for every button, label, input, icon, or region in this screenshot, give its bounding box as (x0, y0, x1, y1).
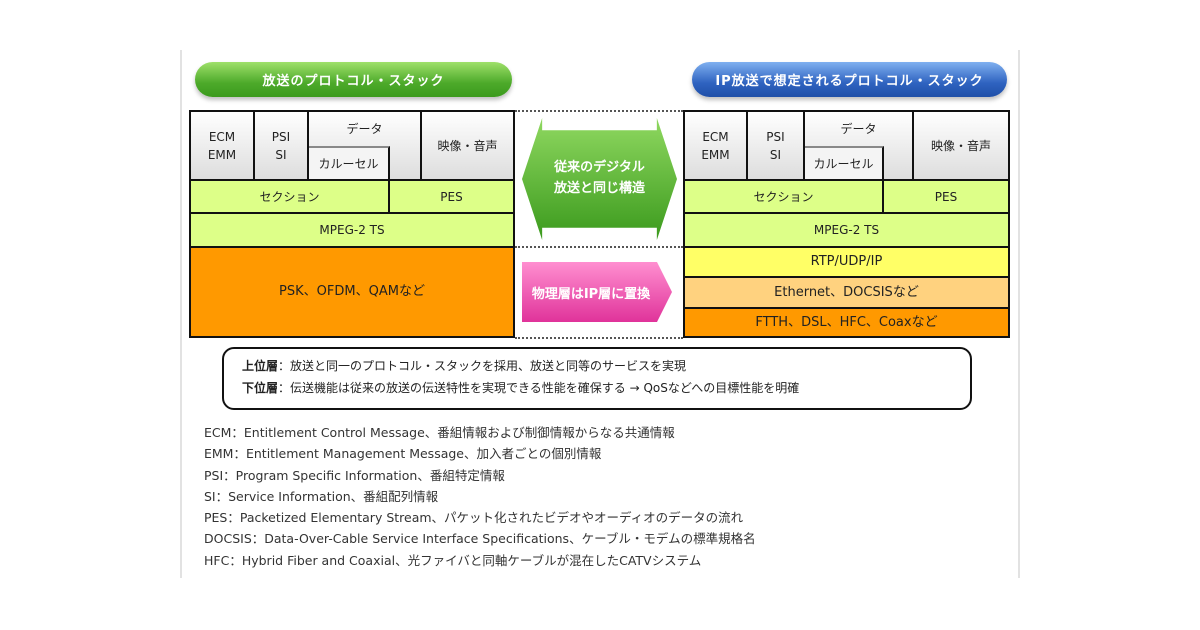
physical-layer-cell: PSK、OFDM、QAMなど (189, 246, 515, 338)
ecm-emm-cell: ECM EMM (189, 110, 255, 181)
carousel-cell: カルーセル (309, 146, 390, 179)
psi-si-cell: PSI SI (253, 110, 309, 181)
summary-text: ：放送と同一のプロトコル・スタックを採用、放送と同等のサービスを実現 (278, 359, 687, 373)
pes-cell: PES (388, 179, 515, 214)
video-audio-cell: 映像・音声 (912, 110, 1010, 181)
psi-si-cell: PSI SI (746, 110, 805, 181)
same-structure-double-arrow: 従来のデジタル 放送と同じ構造 (522, 118, 677, 240)
divider-middle (515, 246, 683, 248)
ip-stack-header: IP放送で想定されるプロトコル・スタック (692, 62, 1007, 97)
glossary-item: PES：Packetized Elementary Stream、パケット化され… (204, 510, 744, 526)
glossary-item: ECM：Entitlement Control Message、番組情報および制… (204, 425, 675, 440)
glossary-item: PSI：Program Specific Information、番組特定情報 (204, 467, 505, 483)
section-cell: セクション (683, 179, 884, 214)
mpeg2ts-cell: MPEG-2 TS (683, 212, 1010, 248)
ecm-emm-cell: ECM EMM (683, 110, 748, 181)
divider-top (515, 110, 683, 112)
carousel-cell: カルーセル (805, 146, 884, 179)
section-cell: セクション (189, 179, 390, 214)
glossary-item: HFC：Hybrid Fiber and Coaxial、光ファイバと同軸ケーブ… (204, 552, 702, 568)
pes-cell: PES (882, 179, 1010, 214)
ethernet-docsis-cell: Ethernet、DOCSISなど (683, 276, 1010, 309)
summary-box: 上位層：放送と同一のプロトコル・スタックを採用、放送と同等のサービスを実現 下位… (222, 347, 972, 410)
mpeg2ts-cell: MPEG-2 TS (189, 212, 515, 248)
divider-bottom (515, 337, 683, 339)
glossary-item: SI：Service Information、番組配列情報 (204, 488, 439, 504)
video-audio-cell: 映像・音声 (420, 110, 515, 181)
glossary-item: DOCSIS：Data-Over-Cable Service Interface… (204, 531, 756, 547)
summary-label: 下位層 (242, 381, 279, 395)
summary-text: ：伝送機能は従来の放送の伝送特性を実現できる性能を確保する → QoSなどへの目… (278, 381, 800, 395)
summary-upper: 上位層：放送と同一のプロトコル・スタックを採用、放送と同等のサービスを実現 (242, 355, 952, 377)
replace-physical-arrow: 物理層はIP層に置換 (522, 262, 672, 322)
diagram-panel (180, 50, 1020, 578)
glossary-item: EMM：Entitlement Management Message、加入者ごと… (204, 446, 602, 462)
ftth-dsl-cell: FTTH、DSL、HFC、Coaxなど (683, 307, 1010, 338)
glossary: ECM：Entitlement Control Message、番組情報および制… (204, 422, 756, 571)
broadcast-stack-header: 放送のプロトコル・スタック (195, 62, 512, 97)
summary-lower: 下位層：伝送機能は従来の放送の伝送特性を実現できる性能を確保する → QoSなど… (242, 377, 952, 399)
summary-label: 上位層 (242, 359, 279, 373)
rtp-udp-ip-cell: RTP/UDP/IP (683, 246, 1010, 278)
